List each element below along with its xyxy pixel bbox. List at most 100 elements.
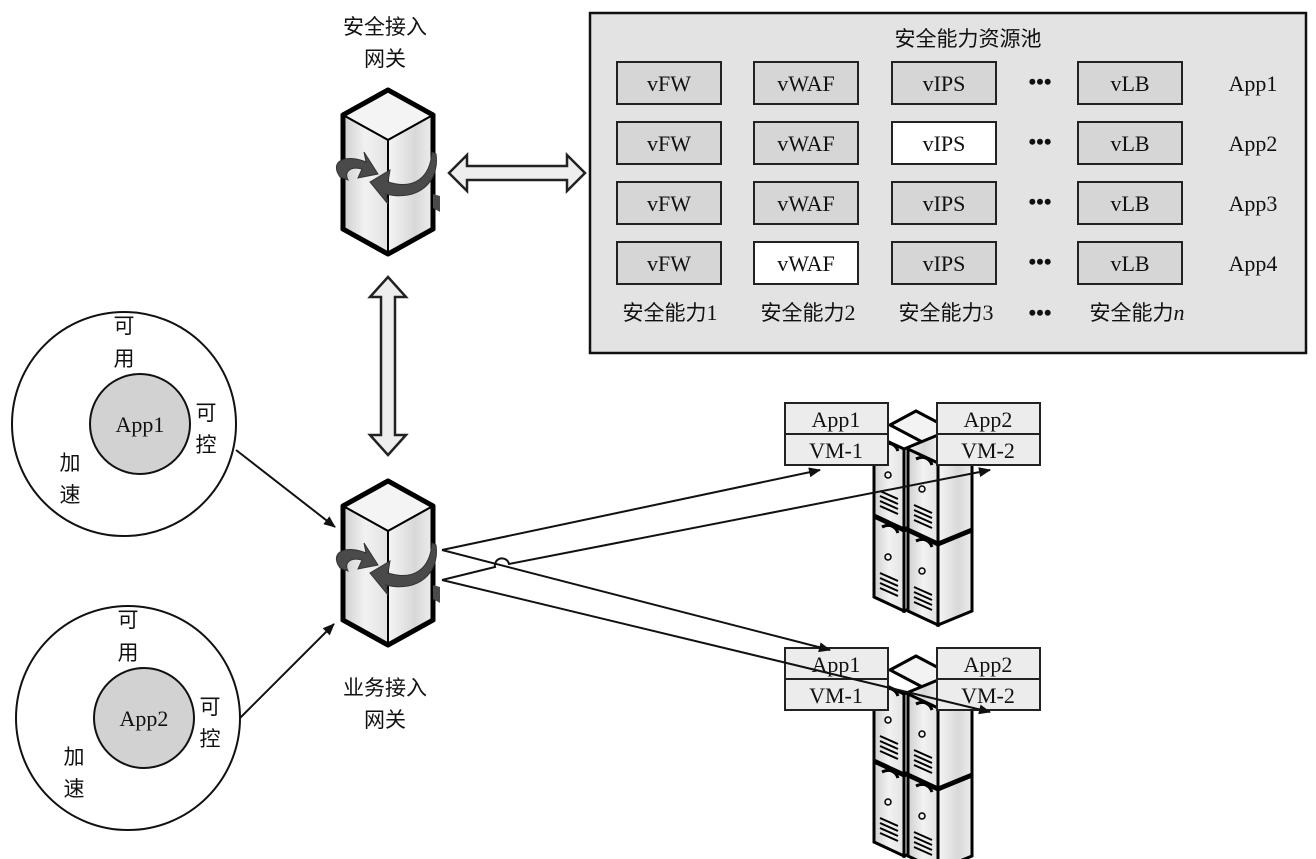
capability-cell-box [753, 61, 859, 105]
capability-cell-label: vWAF [777, 71, 834, 96]
business-gateway-label-line2: 网关 [364, 708, 406, 732]
connector-gateway-to-group2-vm1 [441, 549, 831, 653]
app-name: App1 [116, 412, 165, 437]
capability-cell-label: vFW [647, 131, 691, 156]
capability-cell-label: vLB [1110, 191, 1149, 216]
app-row-label: App2 [1229, 131, 1278, 156]
app-core [89, 373, 191, 475]
security-access-gateway: 安全接入 网关 [336, 15, 440, 254]
capability-cell-label: vFW [647, 71, 691, 96]
capability-cell: vIPS [891, 121, 997, 165]
capability-index: n [1174, 300, 1185, 325]
capability-cell-box [616, 241, 722, 285]
capability-cell-box [1077, 61, 1183, 105]
capability-cell: vFW [616, 61, 722, 105]
app-attribute-label: 加 [60, 451, 81, 475]
capability-cell: vFW [616, 241, 722, 285]
app-attribute-label: 速 [60, 483, 81, 507]
app-core [93, 667, 195, 769]
capability-cell-box [616, 121, 722, 165]
business-access-gateway: 业务接入 网关 [336, 481, 440, 732]
capability-cell-box [891, 181, 997, 225]
vm-name: VM-1 [809, 683, 863, 708]
capability-cell: vIPS [891, 61, 997, 105]
ellipsis: ••• [1028, 69, 1051, 94]
app-attribute-label: 可 [118, 608, 139, 632]
capability-cell-label: vIPS [923, 131, 966, 156]
ellipsis: ••• [1028, 300, 1051, 325]
security-gateway-label-line2: 网关 [364, 47, 406, 71]
capability-cell-box [616, 181, 722, 225]
capability-index: 3 [983, 300, 994, 325]
capability-cell-box [1077, 241, 1183, 285]
vm-app-name: App1 [812, 652, 861, 677]
capability-cell: vWAF [753, 181, 859, 225]
connector-app1-to-gateway [235, 449, 336, 528]
capability-cell-label: vFW [647, 191, 691, 216]
capability-index: 2 [845, 300, 856, 325]
capability-prefix: 安全能力 [761, 301, 845, 325]
capability-cell-box [1077, 181, 1183, 225]
capability-cell-box [753, 241, 859, 285]
app-attribute-label: 速 [64, 777, 85, 801]
capability-prefix: 安全能力 [899, 301, 983, 325]
capability-cell-label: vWAF [777, 131, 834, 156]
app-attribute-label: 控 [200, 727, 221, 751]
capability-cell-box [891, 241, 997, 285]
connector-gateway-to-group2-vm2 [441, 579, 991, 715]
capability-cell-label: vLB [1110, 251, 1149, 276]
vm-app-name: App2 [964, 652, 1013, 677]
vm-name: VM-2 [961, 438, 1015, 463]
vm-name: VM-2 [961, 683, 1015, 708]
capability-column-label: 安全能力1 [623, 300, 718, 325]
security-gateway-label-line1: 安全接入 [343, 15, 427, 39]
app-attribute-label: 可 [200, 695, 221, 719]
vm-name: VM-1 [809, 438, 863, 463]
capability-prefix: 安全能力 [1090, 301, 1174, 325]
connector-gateway-to-group1-vm1 [441, 467, 821, 551]
app-row-label: App4 [1229, 251, 1278, 276]
capability-cell-label: vWAF [777, 191, 834, 216]
capability-column-label: 安全能力3 [899, 300, 994, 325]
capability-cell: vFW [616, 181, 722, 225]
ellipsis: ••• [1028, 249, 1051, 274]
capability-cell-label: vLB [1110, 71, 1149, 96]
ellipsis: ••• [1028, 189, 1051, 214]
capability-cell-box [891, 61, 997, 105]
capability-cell-box [753, 181, 859, 225]
capability-cell: vLB [1077, 241, 1183, 285]
capability-cell-label: vIPS [923, 191, 966, 216]
capability-cell-label: vLB [1110, 131, 1149, 156]
capability-cell-box [891, 121, 997, 165]
bidirectional-arrow-gateway-pool [447, 153, 587, 193]
connector-gateway-to-group1-vm2 [441, 467, 991, 581]
app-attribute-label: 控 [196, 433, 217, 457]
capability-index: 1 [707, 300, 718, 325]
vm-app-name: App2 [964, 407, 1013, 432]
app-attribute-label: 可 [196, 401, 217, 425]
capability-cell: vWAF [753, 121, 859, 165]
capability-cell-label: vFW [647, 251, 691, 276]
capability-cell-box [753, 121, 859, 165]
capability-cell: vLB [1077, 181, 1183, 225]
app-attribute-label: 用 [118, 641, 139, 665]
pool-title: 安全能力资源池 [895, 27, 1042, 51]
capability-cell: vIPS [891, 181, 997, 225]
business-gateway-label-line1: 业务接入 [343, 676, 427, 700]
capability-cell-box [1077, 121, 1183, 165]
gateway-device-icon [336, 90, 440, 254]
capability-cell: vWAF [753, 61, 859, 105]
